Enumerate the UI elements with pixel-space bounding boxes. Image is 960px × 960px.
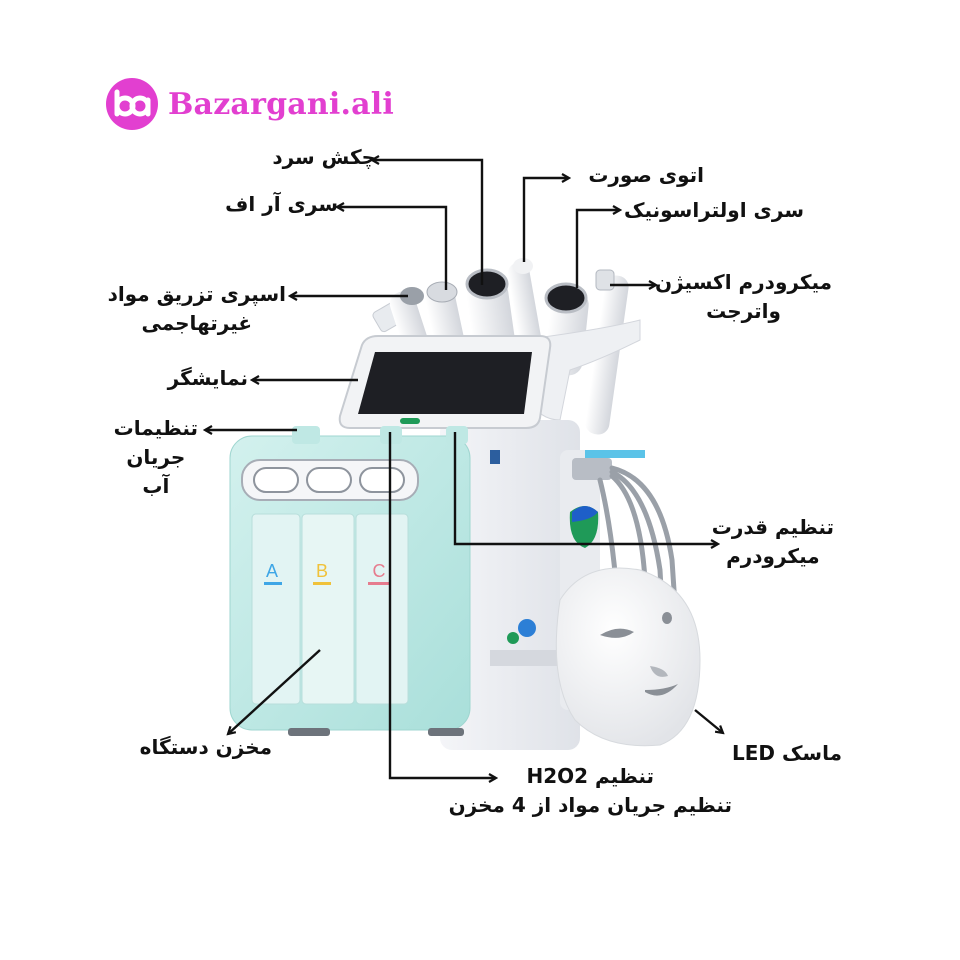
label-display: نمایشگر [167,366,248,390]
label-face-iron: اتوی صورت [588,163,704,187]
label-tank: مخزن دستگاه [139,735,272,759]
label-rf-head: سری آر اف [225,192,338,216]
tank-label-a: A [266,561,278,581]
brand-logo-icon [106,78,158,130]
water-tank-body [229,426,471,736]
label-led-mask: ماسک LED [731,741,842,765]
label-microderm-oxygen: میکرودرم اکسیژن واترجت [655,270,832,323]
brand-header: Bazargani.ali [106,78,394,130]
led-mask [555,567,701,747]
tank-label-b: B [316,561,328,581]
label-spray: اسپری تزریق مواد غیرتهاجمی [107,282,286,335]
device-screen [338,335,552,429]
label-ultrasonic-head: سری اولتراسونیک [623,198,804,222]
brand-name: Bazargani.ali [168,86,394,122]
label-cold-hammer: چکش سرد [272,145,376,169]
label-microderm-power: تنظیم قدرت میکرودرم [711,515,834,568]
label-h2o2: تنظیم H2O2 تنظیم جریان مواد از 4 مخزن [448,764,732,817]
label-water-flow: تنظیمات جریان آب [113,416,198,498]
leader-lines [205,160,723,778]
tank-label-c: C [373,561,386,581]
